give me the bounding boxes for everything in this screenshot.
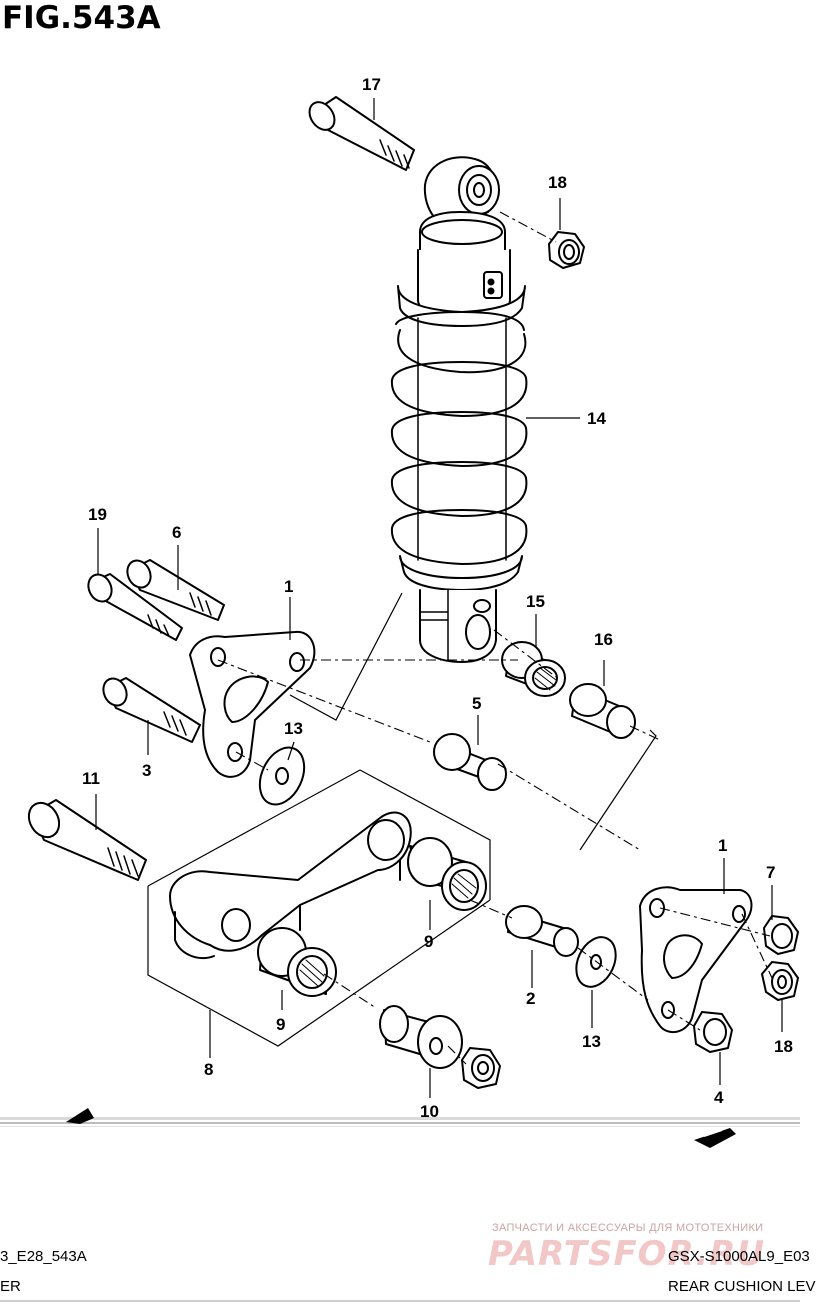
washer-13-left <box>258 746 306 806</box>
callout-13-left: 13 <box>284 719 303 738</box>
callout-18-right: 18 <box>774 1037 793 1056</box>
bolt-11 <box>27 799 147 881</box>
callout-1-right: 1 <box>718 836 727 855</box>
front-arrow-icon-right <box>694 1128 736 1148</box>
bolt-19 <box>87 573 183 641</box>
cushion-lever-8 <box>169 811 412 960</box>
nut-4 <box>693 1011 733 1053</box>
nut-18-top <box>548 231 585 269</box>
nut-18-right <box>761 961 799 1001</box>
callout-18-top: 18 <box>548 173 567 192</box>
bearing-9-upper <box>407 837 487 911</box>
callout-19: 19 <box>88 505 107 524</box>
collar-16 <box>569 683 636 739</box>
callout-3: 3 <box>142 761 151 780</box>
plate-1-right <box>639 886 753 1034</box>
callout-16: 16 <box>594 630 613 649</box>
callout-17: 17 <box>362 75 381 94</box>
watermark-logo: PARTSFOR.RU <box>488 1234 766 1274</box>
callout-labels: 17 18 14 19 6 1 15 16 3 13 5 11 1 7 9 9 … <box>82 75 793 1121</box>
callout-15: 15 <box>526 592 545 611</box>
callout-4: 4 <box>714 1088 724 1107</box>
figure-title: FIG.543A <box>2 0 161 36</box>
callout-7: 7 <box>766 863 775 882</box>
callout-9-lower: 9 <box>276 1015 285 1034</box>
callout-10: 10 <box>420 1102 439 1121</box>
callout-2: 2 <box>526 989 535 1008</box>
front-arrow-icon-left <box>66 1108 94 1124</box>
nut-10-side <box>461 1047 501 1089</box>
callout-1-left: 1 <box>284 577 293 596</box>
callout-5: 5 <box>472 694 481 713</box>
callout-9-upper: 9 <box>424 932 433 951</box>
footer-name-right: REAR CUSHION LEV <box>668 1278 816 1295</box>
callout-6: 6 <box>172 523 181 542</box>
watermark-tagline: ЗАПЧАСТИ И АКСЕССУАРЫ ДЛЯ МОТОТЕХНИКИ <box>492 1222 764 1234</box>
bolt-6 <box>126 559 225 621</box>
nut-7 <box>763 915 799 955</box>
footer-code: 3_E28_543A <box>0 1248 87 1265</box>
bolt-3 <box>102 677 201 743</box>
footer-name-left: ER <box>0 1278 21 1295</box>
callout-14: 14 <box>587 409 606 428</box>
bushing-5 <box>433 733 507 791</box>
bushing-2 <box>505 905 579 957</box>
scan-noise-band <box>0 1117 800 1302</box>
collar-10 <box>379 1005 463 1069</box>
shock-absorber-14 <box>390 156 528 663</box>
bearing-9-lower <box>257 927 337 997</box>
callout-11: 11 <box>82 769 100 788</box>
bolt-17 <box>308 96 415 171</box>
callout-8: 8 <box>204 1060 213 1079</box>
callout-13-right: 13 <box>582 1032 601 1051</box>
footer-model: GSX-S1000AL9_E03 <box>668 1248 810 1265</box>
collar-15 <box>501 641 566 697</box>
